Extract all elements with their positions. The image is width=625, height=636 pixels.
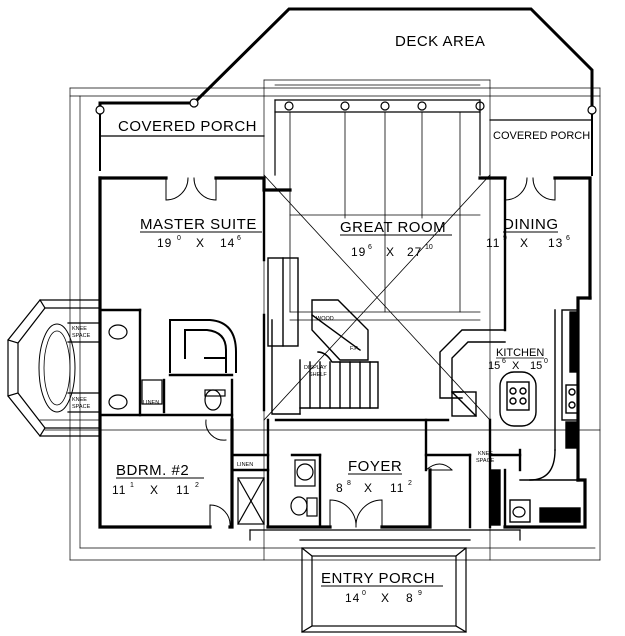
covered-porch-left-label: COVERED PORCH (118, 118, 257, 135)
svg-text:8: 8 (406, 591, 414, 605)
room-labels: DECK AREA COVERED PORCH COVERED PORCH MA… (112, 33, 590, 605)
master-suite-label: MASTER SUITE (140, 216, 257, 233)
svg-text:19: 19 (157, 236, 172, 250)
svg-text:1: 1 (130, 482, 134, 489)
svg-text:X: X (364, 481, 373, 495)
svg-text:11: 11 (112, 483, 126, 497)
svg-text:10: 10 (425, 244, 433, 251)
kitchen-label: KITCHEN (496, 347, 544, 359)
svg-text:X: X (512, 360, 520, 372)
svg-text:X: X (520, 236, 529, 250)
knee-space-label-2a: KNEE (72, 397, 87, 403)
svg-text:0: 0 (544, 358, 548, 365)
knee-space-label-2b: SPACE (72, 404, 91, 410)
svg-text:27: 27 (407, 245, 422, 259)
master-closet (169, 319, 237, 373)
svg-text:X: X (196, 236, 205, 250)
display-shelf-label-a: DISPLAY (304, 365, 327, 371)
svg-text:8: 8 (347, 480, 351, 487)
bedroom-2-label: BDRM. #2 (116, 462, 189, 479)
svg-text:11: 11 (390, 481, 404, 495)
svg-text:19: 19 (351, 245, 366, 259)
knee-space-label-1a: KNEE (72, 326, 87, 332)
great-room-dims: 19 6 X 27 10 (351, 244, 433, 259)
deck-outline (98, 7, 594, 176)
wood-label: WOOD (316, 316, 334, 322)
entry-porch-label: ENTRY PORCH (321, 570, 435, 587)
svg-text:15: 15 (530, 360, 542, 372)
svg-text:0: 0 (362, 590, 366, 597)
fixture-labels: KNEE SPACE KNEE SPACE KNEE SPACE LINEN L… (72, 316, 495, 468)
svg-text:9: 9 (418, 590, 422, 597)
svg-text:8: 8 (336, 481, 344, 495)
svg-text:14: 14 (345, 591, 360, 605)
doors (165, 177, 556, 528)
display-shelf-label-b: SHELF (309, 372, 327, 378)
fp-label: F.P. (350, 346, 359, 352)
bath-fixtures (108, 324, 526, 525)
kitchen-cabinets (439, 309, 581, 526)
knee-space-label-3b: SPACE (476, 458, 495, 464)
dining-label: DINING (503, 216, 559, 233)
svg-text:14: 14 (220, 236, 235, 250)
staircase (267, 257, 379, 415)
svg-text:6: 6 (566, 235, 570, 242)
master-suite-dims: 19 0 X 14 6 (157, 235, 241, 250)
svg-text:2: 2 (408, 480, 412, 487)
svg-text:X: X (386, 245, 395, 259)
svg-text:6: 6 (502, 358, 506, 365)
entry-porch-dims: 14 0 X 8 9 (345, 590, 422, 605)
linen-label-2: LINEN (237, 462, 253, 468)
dining-dims: 11 9 X 13 6 (486, 235, 570, 250)
svg-text:2: 2 (195, 482, 199, 489)
svg-text:0: 0 (177, 235, 181, 242)
svg-text:6: 6 (237, 235, 241, 242)
svg-text:6: 6 (368, 244, 372, 251)
svg-text:X: X (150, 483, 159, 497)
svg-text:15: 15 (488, 360, 500, 372)
deck-area-label: DECK AREA (395, 33, 485, 50)
svg-text:11: 11 (486, 236, 500, 250)
foyer-dims: 8 8 X 11 2 (336, 480, 412, 495)
svg-text:9: 9 (503, 235, 507, 242)
foyer-label: FOYER (348, 458, 402, 475)
porch-rails (99, 99, 593, 176)
svg-text:X: X (381, 591, 390, 605)
bay-window (7, 299, 101, 437)
svg-text:11: 11 (176, 483, 190, 497)
knee-space-label-1b: SPACE (72, 333, 91, 339)
entry-porch (249, 529, 521, 633)
kitchen-dims: 15 6 X 15 0 (488, 358, 548, 372)
linen-label-1: LINEN (143, 400, 159, 406)
dimension-lines (39, 79, 601, 561)
svg-text:13: 13 (548, 236, 563, 250)
great-room-label: GREAT ROOM (340, 219, 446, 236)
bedroom-2-dims: 11 1 X 11 2 (112, 482, 199, 497)
knee-space-label-3a: KNEE (478, 451, 493, 457)
covered-porch-right-label: COVERED PORCH (493, 130, 590, 142)
